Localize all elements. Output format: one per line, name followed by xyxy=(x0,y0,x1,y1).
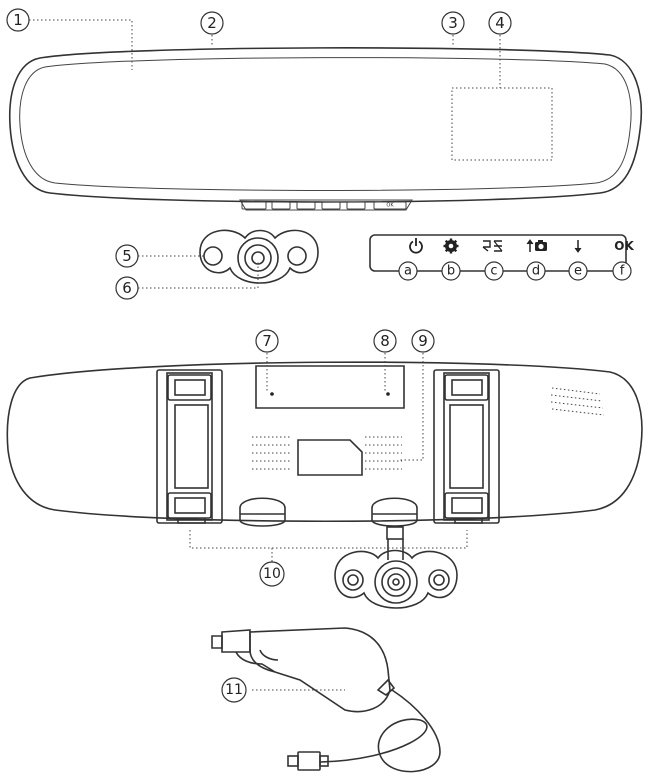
letter-b: b xyxy=(447,264,455,279)
letter-f-circle xyxy=(612,261,632,281)
letter-d: d xyxy=(532,264,540,279)
letter-f: f xyxy=(620,264,625,279)
strip-button-mode[interactable] xyxy=(296,201,316,210)
rear-camera-lens-ring xyxy=(374,560,418,604)
strip-ok-label: OK xyxy=(386,203,394,209)
button-letters: a b c d e f xyxy=(398,261,632,281)
callout-11: 11 xyxy=(225,682,243,698)
mirror-front xyxy=(8,47,642,203)
left-strap xyxy=(156,369,223,524)
rear-camera-housing xyxy=(334,549,458,609)
letter-e-circle xyxy=(568,261,588,281)
rear-camera xyxy=(334,539,458,609)
charger-cable xyxy=(319,689,441,773)
front-camera-housing xyxy=(199,229,319,284)
letter-a-circle xyxy=(398,261,418,281)
strip-button-power[interactable] xyxy=(241,201,267,210)
front-camera xyxy=(199,229,319,284)
callouts: 1 2 3 4 5 6 7 8 9 10 11 xyxy=(6,8,512,703)
top-bracket xyxy=(255,365,405,409)
mirror-front-outer-frame xyxy=(8,47,642,203)
vent-grille-right xyxy=(365,436,402,470)
vent-grille-left xyxy=(252,436,290,470)
callout-11-circle xyxy=(221,677,247,703)
rear-camera-right-led xyxy=(428,569,450,591)
front-camera-right-led xyxy=(287,246,307,266)
moon-power-icon xyxy=(394,238,423,254)
callout-3: 3 xyxy=(448,14,458,32)
letter-c: c xyxy=(490,264,497,279)
callout-4: 4 xyxy=(495,14,505,32)
letter-c-circle xyxy=(484,261,504,281)
button-strip xyxy=(239,199,413,211)
callout-1-circle xyxy=(6,8,30,32)
letter-e: e xyxy=(574,264,582,279)
callout-2: 2 xyxy=(207,14,217,32)
callout-7: 7 xyxy=(262,332,272,350)
callout-8: 8 xyxy=(380,332,390,350)
leader-lines xyxy=(29,19,501,691)
callout-5: 5 xyxy=(122,247,132,265)
front-camera-lens xyxy=(251,251,265,265)
letter-a: a xyxy=(404,264,412,279)
callout-10-circle xyxy=(259,561,285,587)
rear-camera-lens xyxy=(387,573,405,591)
mirror-front-display-area xyxy=(451,87,553,161)
charger-tip xyxy=(221,629,251,653)
mode-switch-icon xyxy=(482,240,503,252)
left-mount-cap xyxy=(239,497,286,527)
mirror-front-glass xyxy=(19,57,632,191)
up-camera-icon xyxy=(526,239,547,252)
ok-label: OK xyxy=(614,239,634,253)
callout-6-circle xyxy=(115,276,139,300)
right-strap xyxy=(433,369,500,524)
back-label-plate xyxy=(297,439,363,476)
callout-10: 10 xyxy=(263,566,281,582)
callout-3-circle xyxy=(441,11,465,35)
strip-button-up[interactable] xyxy=(321,201,341,210)
callout-9-circle xyxy=(411,329,435,353)
rear-camera-left-led xyxy=(342,569,364,591)
callout-8-circle xyxy=(373,329,397,353)
right-mount-cap xyxy=(371,497,418,540)
speaker-grille xyxy=(550,387,605,416)
mirror-front-buttons: OK xyxy=(239,199,413,211)
button-panel-detail: OK a b c d e f xyxy=(369,234,634,281)
letter-d-circle xyxy=(526,261,546,281)
front-camera-lens-ring xyxy=(237,237,279,279)
charger-neck xyxy=(376,678,396,696)
callout-6: 6 xyxy=(122,279,132,297)
strip-button-ok[interactable] xyxy=(373,201,407,210)
usb-connector xyxy=(287,751,329,771)
gear-icon xyxy=(443,238,459,254)
car-charger xyxy=(211,627,441,773)
callout-4-circle xyxy=(488,11,512,35)
down-arrow-icon xyxy=(574,240,582,253)
callout-7-circle xyxy=(255,329,279,353)
strip-button-down[interactable] xyxy=(346,201,366,210)
front-camera-left-led xyxy=(203,246,223,266)
strip-button-settings[interactable] xyxy=(271,201,291,210)
callout-5-circle xyxy=(115,244,139,268)
callout-9: 9 xyxy=(418,332,428,350)
letter-b-circle xyxy=(441,261,461,281)
mirror-back xyxy=(6,361,643,540)
callout-2-circle xyxy=(200,11,224,35)
callout-1: 1 xyxy=(13,11,23,29)
mirror-back-outline xyxy=(6,361,643,523)
